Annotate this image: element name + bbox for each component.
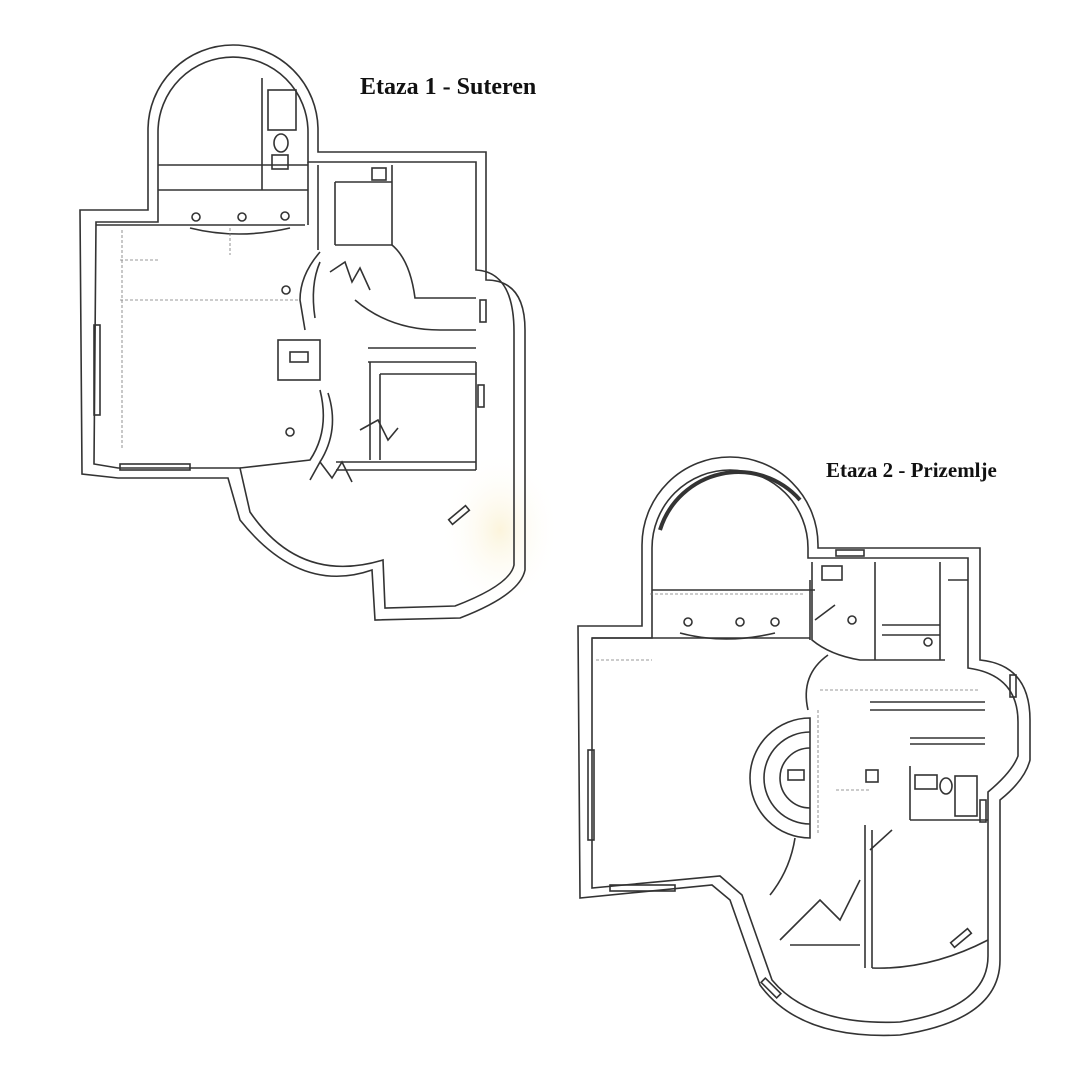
floor1-window <box>119 463 191 471</box>
floor2-spiral-stair <box>749 717 811 839</box>
floor2-window <box>658 470 802 531</box>
floor1-cooktop <box>289 351 309 363</box>
floor1-dimensions <box>120 228 300 450</box>
floor2-sink <box>821 565 843 581</box>
floor1-arc <box>189 227 291 235</box>
floor1-wall <box>391 244 476 299</box>
floor2-light <box>735 617 745 627</box>
floor2-window <box>609 884 676 892</box>
floor1-title: Etaza 1 - Suteren <box>360 74 537 100</box>
floor2-window <box>759 976 783 1000</box>
floor2-door <box>869 829 893 851</box>
floor1-shower <box>267 89 297 131</box>
floor2-spiral-stair-core <box>779 747 811 809</box>
floor2-column <box>865 769 879 783</box>
floor1-stair-mark <box>329 260 371 291</box>
floor1-inner-wall <box>93 56 515 609</box>
floor2-window <box>835 549 865 557</box>
floor1-light <box>281 285 291 295</box>
floor1-fixture <box>371 167 387 181</box>
floor2-plan <box>577 456 1031 1037</box>
floor1-window <box>477 384 485 408</box>
floor1-window <box>93 324 101 416</box>
floor2-curved-wall <box>805 654 829 711</box>
floor2-light <box>847 615 857 625</box>
floor1-sink <box>271 154 289 170</box>
floor2-spiral-stair-inner <box>763 731 811 825</box>
floor2-light <box>770 617 780 627</box>
floor2-window <box>979 799 987 823</box>
floor2-outer-wall <box>577 456 1031 1037</box>
floor2-light <box>683 617 693 627</box>
floor1-curved-wall <box>319 392 334 463</box>
floor1-stair-mark <box>359 418 399 442</box>
floor1-curved-wall <box>354 299 476 331</box>
floor2-stair-mark <box>779 879 861 941</box>
floor2-toilet <box>939 777 953 795</box>
floor2-cooktop <box>787 769 805 781</box>
floor2-window <box>587 749 595 841</box>
floor2-curved-wall <box>871 939 989 969</box>
floor2-wall <box>811 562 945 661</box>
floor2-title: Etaza 2 - Prizemlje <box>826 458 997 482</box>
floor2-window <box>949 927 973 949</box>
floor2-curved-wall <box>769 837 796 896</box>
floor2-window <box>1009 674 1017 698</box>
floor1-light <box>285 427 295 437</box>
floor1-light <box>237 212 247 222</box>
floor1-window <box>447 504 471 526</box>
floor1-kitchen-island <box>277 339 321 381</box>
floor1-stair-mark <box>309 460 353 483</box>
floor1-light <box>280 211 290 221</box>
floor1-curved-wall <box>299 251 321 331</box>
paper-stain <box>440 450 560 610</box>
floor2-arc <box>679 632 776 640</box>
floor1-curved-wall <box>312 261 321 319</box>
floor2-dimensions <box>596 593 980 835</box>
floor2-light <box>923 637 933 647</box>
floor1-plan <box>79 44 560 621</box>
floor2-inner-wall <box>591 469 1019 1024</box>
floor2-bathtub <box>954 775 978 817</box>
floor1-light <box>191 212 201 222</box>
floor2-door <box>814 604 836 621</box>
floor1-curved-wall <box>239 389 325 469</box>
floor1-toilet <box>273 133 289 153</box>
floor2-kitchen-sink <box>914 774 938 790</box>
floor1-window <box>479 299 487 323</box>
